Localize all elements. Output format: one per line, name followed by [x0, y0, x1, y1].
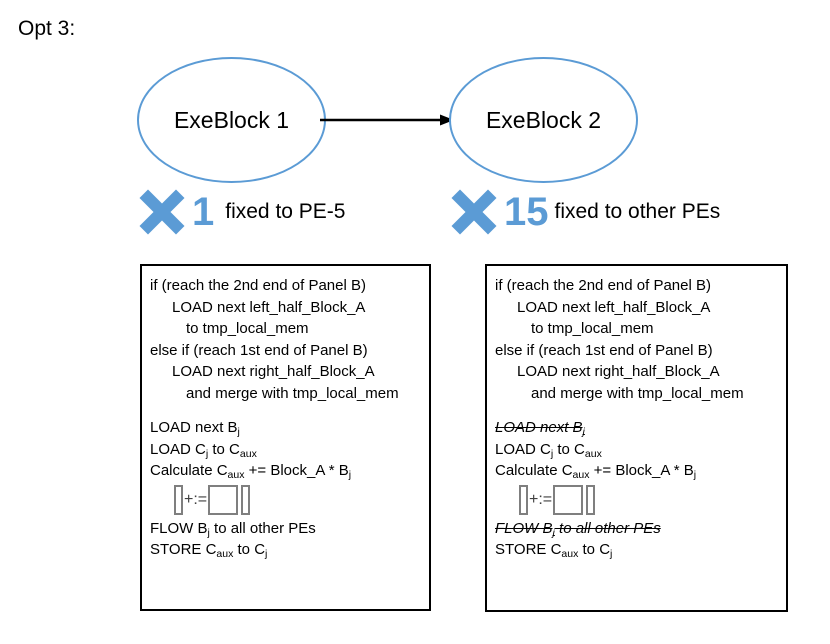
code-line: else if (reach 1st end of Panel B) [150, 341, 368, 359]
code-line: LOAD Cj to Caux [495, 440, 602, 460]
cross-x-icon [451, 189, 497, 235]
exeblock-2-count-row: 15 fixed to other PEs [446, 183, 720, 241]
exeblock-2-node[interactable]: ExeBlock 2 [449, 57, 638, 183]
exeblock-2-count: 15 [504, 190, 549, 234]
exeblock-1-count-row: 1 fixed to PE-5 [134, 183, 345, 241]
plus-assign-operator: +:= [529, 490, 553, 508]
code-line-struck: LOAD next Bj [495, 419, 585, 438]
code-line: Calculate Caux += Block_A * Bj [495, 462, 697, 481]
code-line: and merge with tmp_local_mem [186, 384, 399, 402]
code-line: LOAD next Bj [150, 419, 240, 438]
code-spacer [487, 404, 786, 417]
code-line: else if (reach 1st end of Panel B) [495, 341, 713, 359]
code-line: FLOW Bj to all other PEs [150, 519, 316, 539]
cross-x-icon [139, 189, 185, 235]
code-line: LOAD next left_half_Block_A [172, 298, 366, 316]
code-line: Calculate Caux += Block_A * Bj [150, 462, 352, 481]
code-line: LOAD Cj to Caux [150, 440, 257, 460]
code-spacer [142, 404, 429, 417]
code-line: LOAD next right_half_Block_A [517, 363, 720, 380]
code-line: LOAD next left_half_Block_A [517, 298, 711, 316]
plus-assign-operator: +:= [184, 490, 208, 508]
code-line: if (reach the 2nd end of Panel B) [150, 277, 366, 294]
vector-glyph [241, 484, 251, 515]
vector-glyph [519, 484, 528, 515]
code-line: if (reach the 2nd end of Panel B) [495, 277, 711, 294]
code-box-left: if (reach the 2nd end of Panel B) LOAD ne… [140, 264, 431, 611]
vector-glyph [586, 484, 596, 515]
code-line-struck: FLOW Bj to all other PEs [495, 519, 661, 539]
code-line: to tmp_local_mem [186, 320, 309, 337]
vector-glyph [174, 484, 183, 515]
code-line: STORE Caux to Cj [495, 541, 613, 560]
matrix-formula-glyph: +:= [487, 482, 786, 518]
arrow-right-icon [320, 114, 454, 126]
code-line: to tmp_local_mem [531, 320, 654, 337]
exeblock-2-label: ExeBlock 2 [485, 106, 602, 133]
exeblock-1-count: 1 [192, 190, 215, 234]
exeblock-1-caption: fixed to PE-5 [225, 200, 346, 223]
page-title: Opt 3: [18, 17, 76, 40]
exeblock-1-node[interactable]: ExeBlock 1 [137, 57, 326, 183]
matrix-glyph [553, 484, 584, 515]
exeblock-2-caption: fixed to other PEs [554, 200, 721, 223]
code-line: and merge with tmp_local_mem [531, 384, 744, 402]
code-box-right: if (reach the 2nd end of Panel B) LOAD ne… [485, 264, 788, 612]
matrix-formula-glyph: +:= [142, 482, 429, 518]
code-line: STORE Caux to Cj [150, 541, 268, 560]
exeblock-1-label: ExeBlock 1 [173, 106, 290, 133]
code-line: LOAD next right_half_Block_A [172, 363, 375, 380]
matrix-glyph [208, 484, 239, 515]
